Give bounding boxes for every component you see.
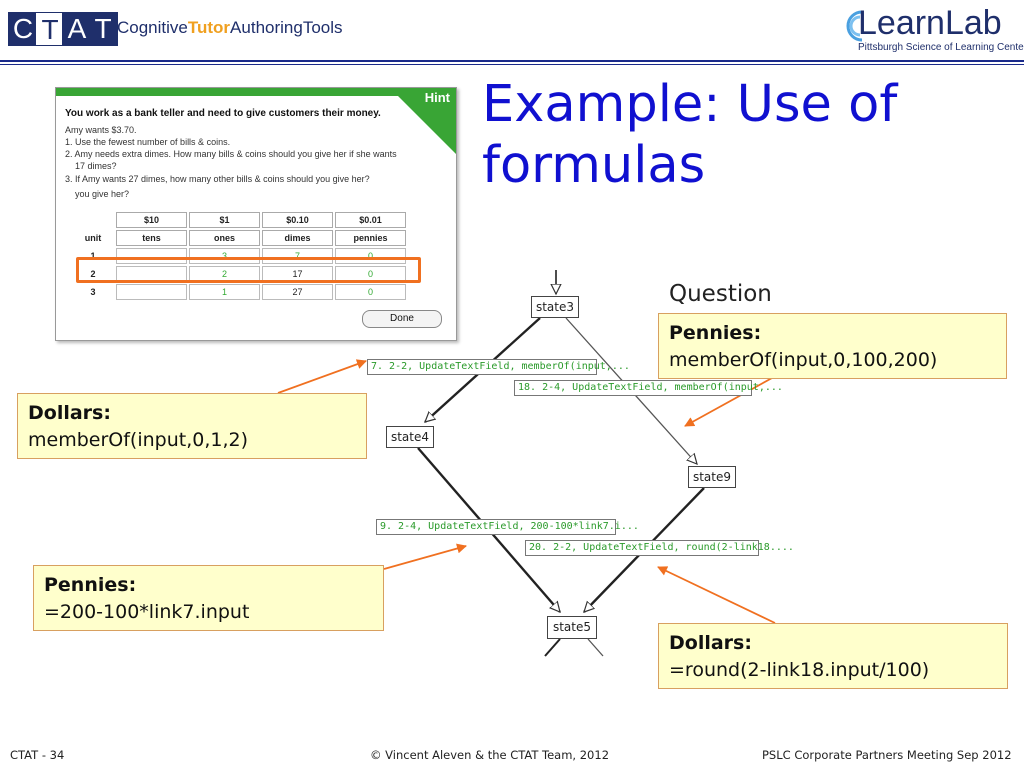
table-row: 2 2 17 0 xyxy=(72,266,406,282)
subtitle-tutor: Tutor xyxy=(187,18,231,37)
problem-line: 17 dimes? xyxy=(65,161,117,171)
answer-cell[interactable]: 1 xyxy=(189,284,260,300)
problem-title: You work as a bank teller and need to gi… xyxy=(65,108,381,119)
callout-dollars-left: Dollars: memberOf(input,0,1,2) xyxy=(17,393,367,459)
state4-node[interactable]: state4 xyxy=(386,426,434,448)
header-rule-thin xyxy=(0,64,1024,65)
ctat-logo-letter-c: C xyxy=(8,12,38,46)
state3-node[interactable]: state3 xyxy=(531,296,579,318)
unit-label: unit xyxy=(84,233,102,243)
edge-label-20[interactable]: 20. 2-2, UpdateTextField, round(2-link18… xyxy=(525,540,794,556)
row-highlight-box xyxy=(76,257,421,283)
answer-cell[interactable]: 0 xyxy=(335,248,406,264)
money-table: $10 $1 $0.10 $0.01 unit tens ones dimes … xyxy=(70,210,408,302)
learnlab-name: LearnLab xyxy=(858,4,1002,42)
edge-label-7[interactable]: 7. 2-2, UpdateTextField, memberOf(input,… xyxy=(367,359,630,375)
column-header: $1 xyxy=(189,212,260,228)
state5-node[interactable]: state5 xyxy=(547,616,597,639)
learnlab-tagline: Pittsburgh Science of Learning Center xyxy=(858,42,1024,53)
table-row: 1 3 7 0 xyxy=(72,248,406,264)
callout-formula: memberOf(input,0,1,2) xyxy=(28,429,248,451)
callout-pennies-bottom: Pennies: =200-100*link7.input xyxy=(33,565,384,631)
state9-node[interactable]: state9 xyxy=(688,466,736,488)
callout-heading: Dollars: xyxy=(28,402,111,424)
problem-line: 3. If Amy wants 27 dimes, how many other… xyxy=(65,174,370,184)
answer-cell[interactable] xyxy=(116,284,187,300)
footer-copyright: © Vincent Aleven & the CTAT Team, 2012 xyxy=(370,748,610,762)
unit-cell: tens xyxy=(116,230,187,246)
table-unit-row: unit tens ones dimes pennies xyxy=(72,230,406,246)
ctat-logo-letter-t2: T xyxy=(88,12,118,46)
column-header: $10 xyxy=(116,212,187,228)
table-row: 3 1 27 0 xyxy=(72,284,406,300)
callout-heading: Pennies: xyxy=(44,574,137,596)
edge-label-9[interactable]: 9. 2-4, UpdateTextField, 200-100*link7.i… xyxy=(376,519,639,535)
done-button[interactable]: Done xyxy=(362,310,442,328)
callout-heading: Pennies: xyxy=(669,322,762,344)
callout-pointer-pennies-top xyxy=(684,377,773,427)
table-header-row: $10 $1 $0.10 $0.01 xyxy=(72,212,406,228)
question-label: Question xyxy=(669,281,772,307)
ctat-logo-letter-a: A xyxy=(62,12,92,46)
subtitle-authoring: AuthoringTools xyxy=(230,18,343,37)
row-label: 2 xyxy=(90,269,96,279)
answer-cell[interactable]: 0 xyxy=(335,284,406,300)
slide-title: Example: Use of formulas xyxy=(482,75,898,195)
learnlab-logo-icon xyxy=(846,10,863,42)
answer-cell[interactable]: 3 xyxy=(189,248,260,264)
tutor-top-stripe xyxy=(56,88,456,96)
column-header: $0.01 xyxy=(335,212,406,228)
header-rule-thick xyxy=(0,60,1024,62)
row-label: 3 xyxy=(90,287,96,297)
unit-cell: dimes xyxy=(262,230,333,246)
unit-cell: pennies xyxy=(335,230,406,246)
answer-cell[interactable]: 27 xyxy=(262,284,333,300)
problem-line: 2. Amy needs extra dimes. How many bills… xyxy=(65,149,397,159)
callout-dollars-bottom: Dollars: =round(2-link18.input/100) xyxy=(658,623,1008,689)
callout-pointer-dollars-bottom xyxy=(657,566,776,624)
subtitle-cognitive: Cognitive xyxy=(117,18,188,37)
column-header: $0.10 xyxy=(262,212,333,228)
callout-heading: Dollars: xyxy=(669,632,752,654)
ctat-logo-letter-t1: T xyxy=(35,12,65,46)
callout-formula: =round(2-link18.input/100) xyxy=(669,659,930,681)
callout-formula: =200-100*link7.input xyxy=(44,601,250,623)
tutor-interface-screenshot: Hint You work as a bank teller and need … xyxy=(55,87,457,341)
answer-cell[interactable] xyxy=(116,248,187,264)
callout-pennies-top: Pennies: memberOf(input,0,100,200) xyxy=(658,313,1007,379)
problem-line: Amy wants $3.70. xyxy=(65,125,137,135)
answer-cell[interactable]: 7 xyxy=(262,248,333,264)
unit-cell: ones xyxy=(189,230,260,246)
exit-edge-right xyxy=(587,638,604,657)
edge-label-18[interactable]: 18. 2-4, UpdateTextField, memberOf(input… xyxy=(514,380,783,396)
hint-button[interactable]: Hint xyxy=(424,90,450,105)
exit-edge-left xyxy=(544,638,561,657)
ctat-subtitle: CognitiveTutorAuthoringTools xyxy=(117,18,343,38)
callout-formula: memberOf(input,0,100,200) xyxy=(669,349,938,371)
callout-pointer-pennies-bottom xyxy=(383,543,467,570)
hint-corner[interactable] xyxy=(390,88,456,154)
callout-pointer-dollars xyxy=(277,359,367,394)
problem-line: you give her? xyxy=(65,189,130,199)
problem-line: 1. Use the fewest number of bills & coin… xyxy=(65,137,231,147)
row-label: 1 xyxy=(90,251,96,261)
footer-slide-number: CTAT - 34 xyxy=(10,748,65,762)
footer-event: PSLC Corporate Partners Meeting Sep 2012 xyxy=(762,748,1012,762)
